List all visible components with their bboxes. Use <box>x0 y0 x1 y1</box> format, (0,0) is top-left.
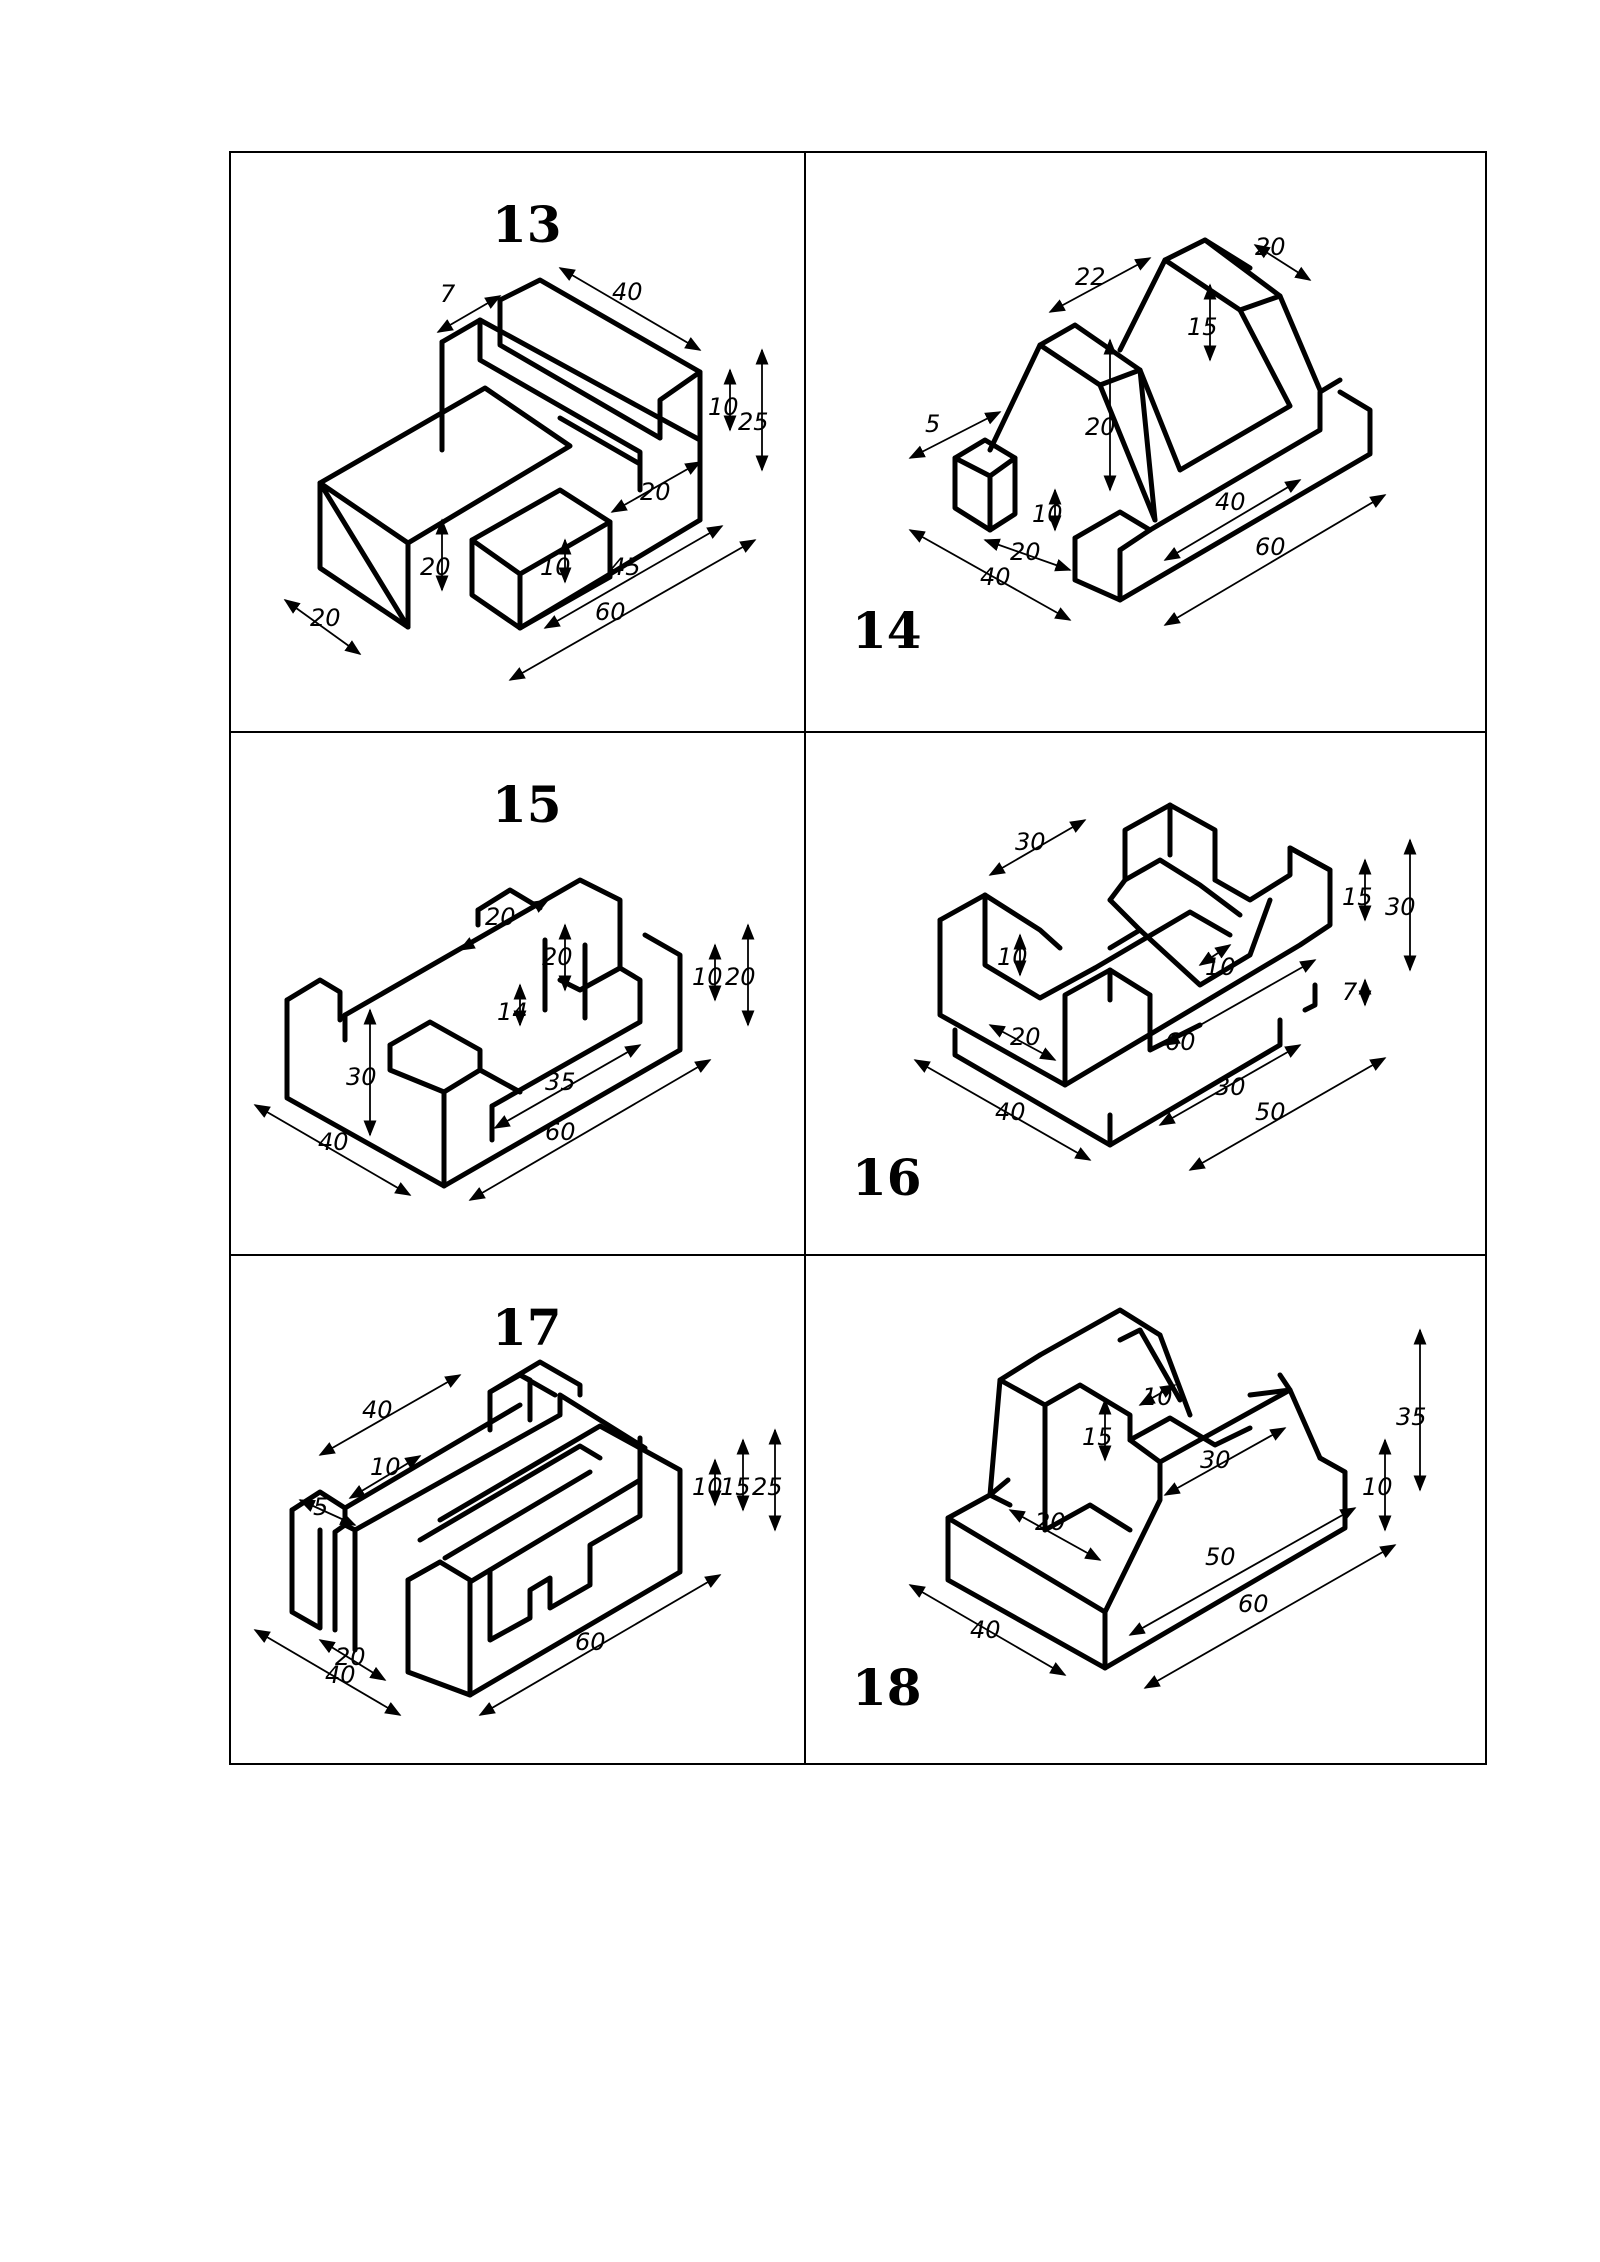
dim-16-30-gap: 30 <box>1215 1073 1246 1101</box>
dim-17-25: 25 <box>752 1473 783 1501</box>
dim-15-40: 40 <box>318 1128 349 1156</box>
dim-15-35: 35 <box>545 1068 576 1096</box>
dim-17-60: 60 <box>575 1628 606 1656</box>
dim-16-30-width: 30 <box>1015 828 1046 856</box>
dim-15-60: 60 <box>545 1118 576 1146</box>
dim-16-20: 20 <box>1010 1023 1041 1051</box>
dim-15-20-side: 20 <box>725 963 756 991</box>
dim-16-10-left: 10 <box>997 943 1028 971</box>
figure-17: 17 <box>289 1298 683 1698</box>
dim-18-10-top: 10 <box>1142 1383 1173 1411</box>
dimensions-14: 22 20 15 5 20 10 20 40 40 60 <box>908 233 1387 626</box>
dimensions-16: 30 15 30 10 10 7 20 60 30 50 40 <box>913 819 1417 1171</box>
dim-14-10: 10 <box>1032 500 1063 528</box>
dim-18-35: 35 <box>1396 1403 1427 1431</box>
dim-16-40: 40 <box>995 1098 1026 1126</box>
dimensions-17: 40 10 5 10 15 25 20 40 60 <box>253 1374 783 1716</box>
dimensions-15: 20 20 14 10 20 30 35 60 40 <box>253 899 756 1201</box>
dim-16-15: 15 <box>1342 883 1373 911</box>
dim-13-25: 25 <box>738 408 769 436</box>
dim-13-20-width: 20 <box>310 604 341 632</box>
dim-18-20: 20 <box>1035 1508 1066 1536</box>
dim-16-60: 60 <box>1165 1028 1196 1056</box>
dim-14-20-height: 20 <box>1085 413 1116 441</box>
dim-17-40: 40 <box>362 1396 393 1424</box>
dim-17-40-depth: 40 <box>325 1661 356 1689</box>
dim-16-50: 50 <box>1255 1098 1286 1126</box>
dim-13-20-height: 20 <box>420 553 451 581</box>
dim-18-40: 40 <box>970 1616 1001 1644</box>
dim-14-40-depth: 40 <box>980 563 1011 591</box>
dimensions-13: 7 40 10 25 20 20 10 45 60 20 <box>283 267 769 681</box>
dim-18-50: 50 <box>1205 1543 1236 1571</box>
dim-16-30-height: 30 <box>1385 893 1416 921</box>
dim-17-15: 15 <box>720 1473 751 1501</box>
dim-15-14: 14 <box>497 998 528 1026</box>
figure-number-17: 17 <box>492 1298 562 1357</box>
dim-13-45: 45 <box>610 553 641 581</box>
dim-15-20-width: 20 <box>485 903 516 931</box>
dim-15-10: 10 <box>692 963 723 991</box>
dim-18-10-base: 10 <box>1362 1473 1393 1501</box>
dim-14-5: 5 <box>925 410 940 438</box>
dim-18-60: 60 <box>1238 1590 1269 1618</box>
figure-number-13: 13 <box>492 195 562 254</box>
dim-17-5: 5 <box>313 1493 328 1521</box>
dim-14-40: 40 <box>1215 488 1246 516</box>
figure-number-16: 16 <box>852 1148 922 1207</box>
dim-14-20-top: 20 <box>1255 233 1286 261</box>
dim-14-60: 60 <box>1255 533 1286 561</box>
dim-13-10-step: 10 <box>540 553 571 581</box>
grid-frame <box>229 151 1487 1765</box>
dim-13-7: 7 <box>440 280 456 308</box>
dim-15-20-height: 20 <box>542 943 573 971</box>
dim-18-15: 15 <box>1082 1423 1113 1451</box>
dim-14-15: 15 <box>1187 313 1218 341</box>
dim-17-10-right: 10 <box>692 1473 723 1501</box>
figure-number-15: 15 <box>492 775 562 834</box>
figure-14: 14 <box>852 237 1373 660</box>
figure-number-18: 18 <box>852 1658 922 1717</box>
figure-18: 18 <box>852 1307 1348 1717</box>
dim-13-60: 60 <box>595 598 626 626</box>
dim-15-30: 30 <box>346 1063 377 1091</box>
dim-16-10-v: 10 <box>1205 953 1236 981</box>
dim-17-10-top: 10 <box>370 1453 401 1481</box>
figure-13: 13 <box>317 195 703 631</box>
dim-18-30: 30 <box>1200 1446 1231 1474</box>
dim-13-20-step: 20 <box>640 478 671 506</box>
dimensions-18: 15 10 30 20 35 10 50 40 60 <box>908 1328 1427 1689</box>
figure-15: 15 <box>284 775 683 1189</box>
dim-16-7: 7 <box>1342 978 1358 1006</box>
figure-number-14: 14 <box>852 601 922 660</box>
figure-16: 16 <box>852 802 1333 1207</box>
dim-13-40: 40 <box>612 278 643 306</box>
dim-13-10: 10 <box>708 393 739 421</box>
dim-14-20-gap: 20 <box>1010 538 1041 566</box>
dim-14-22: 22 <box>1075 263 1106 291</box>
